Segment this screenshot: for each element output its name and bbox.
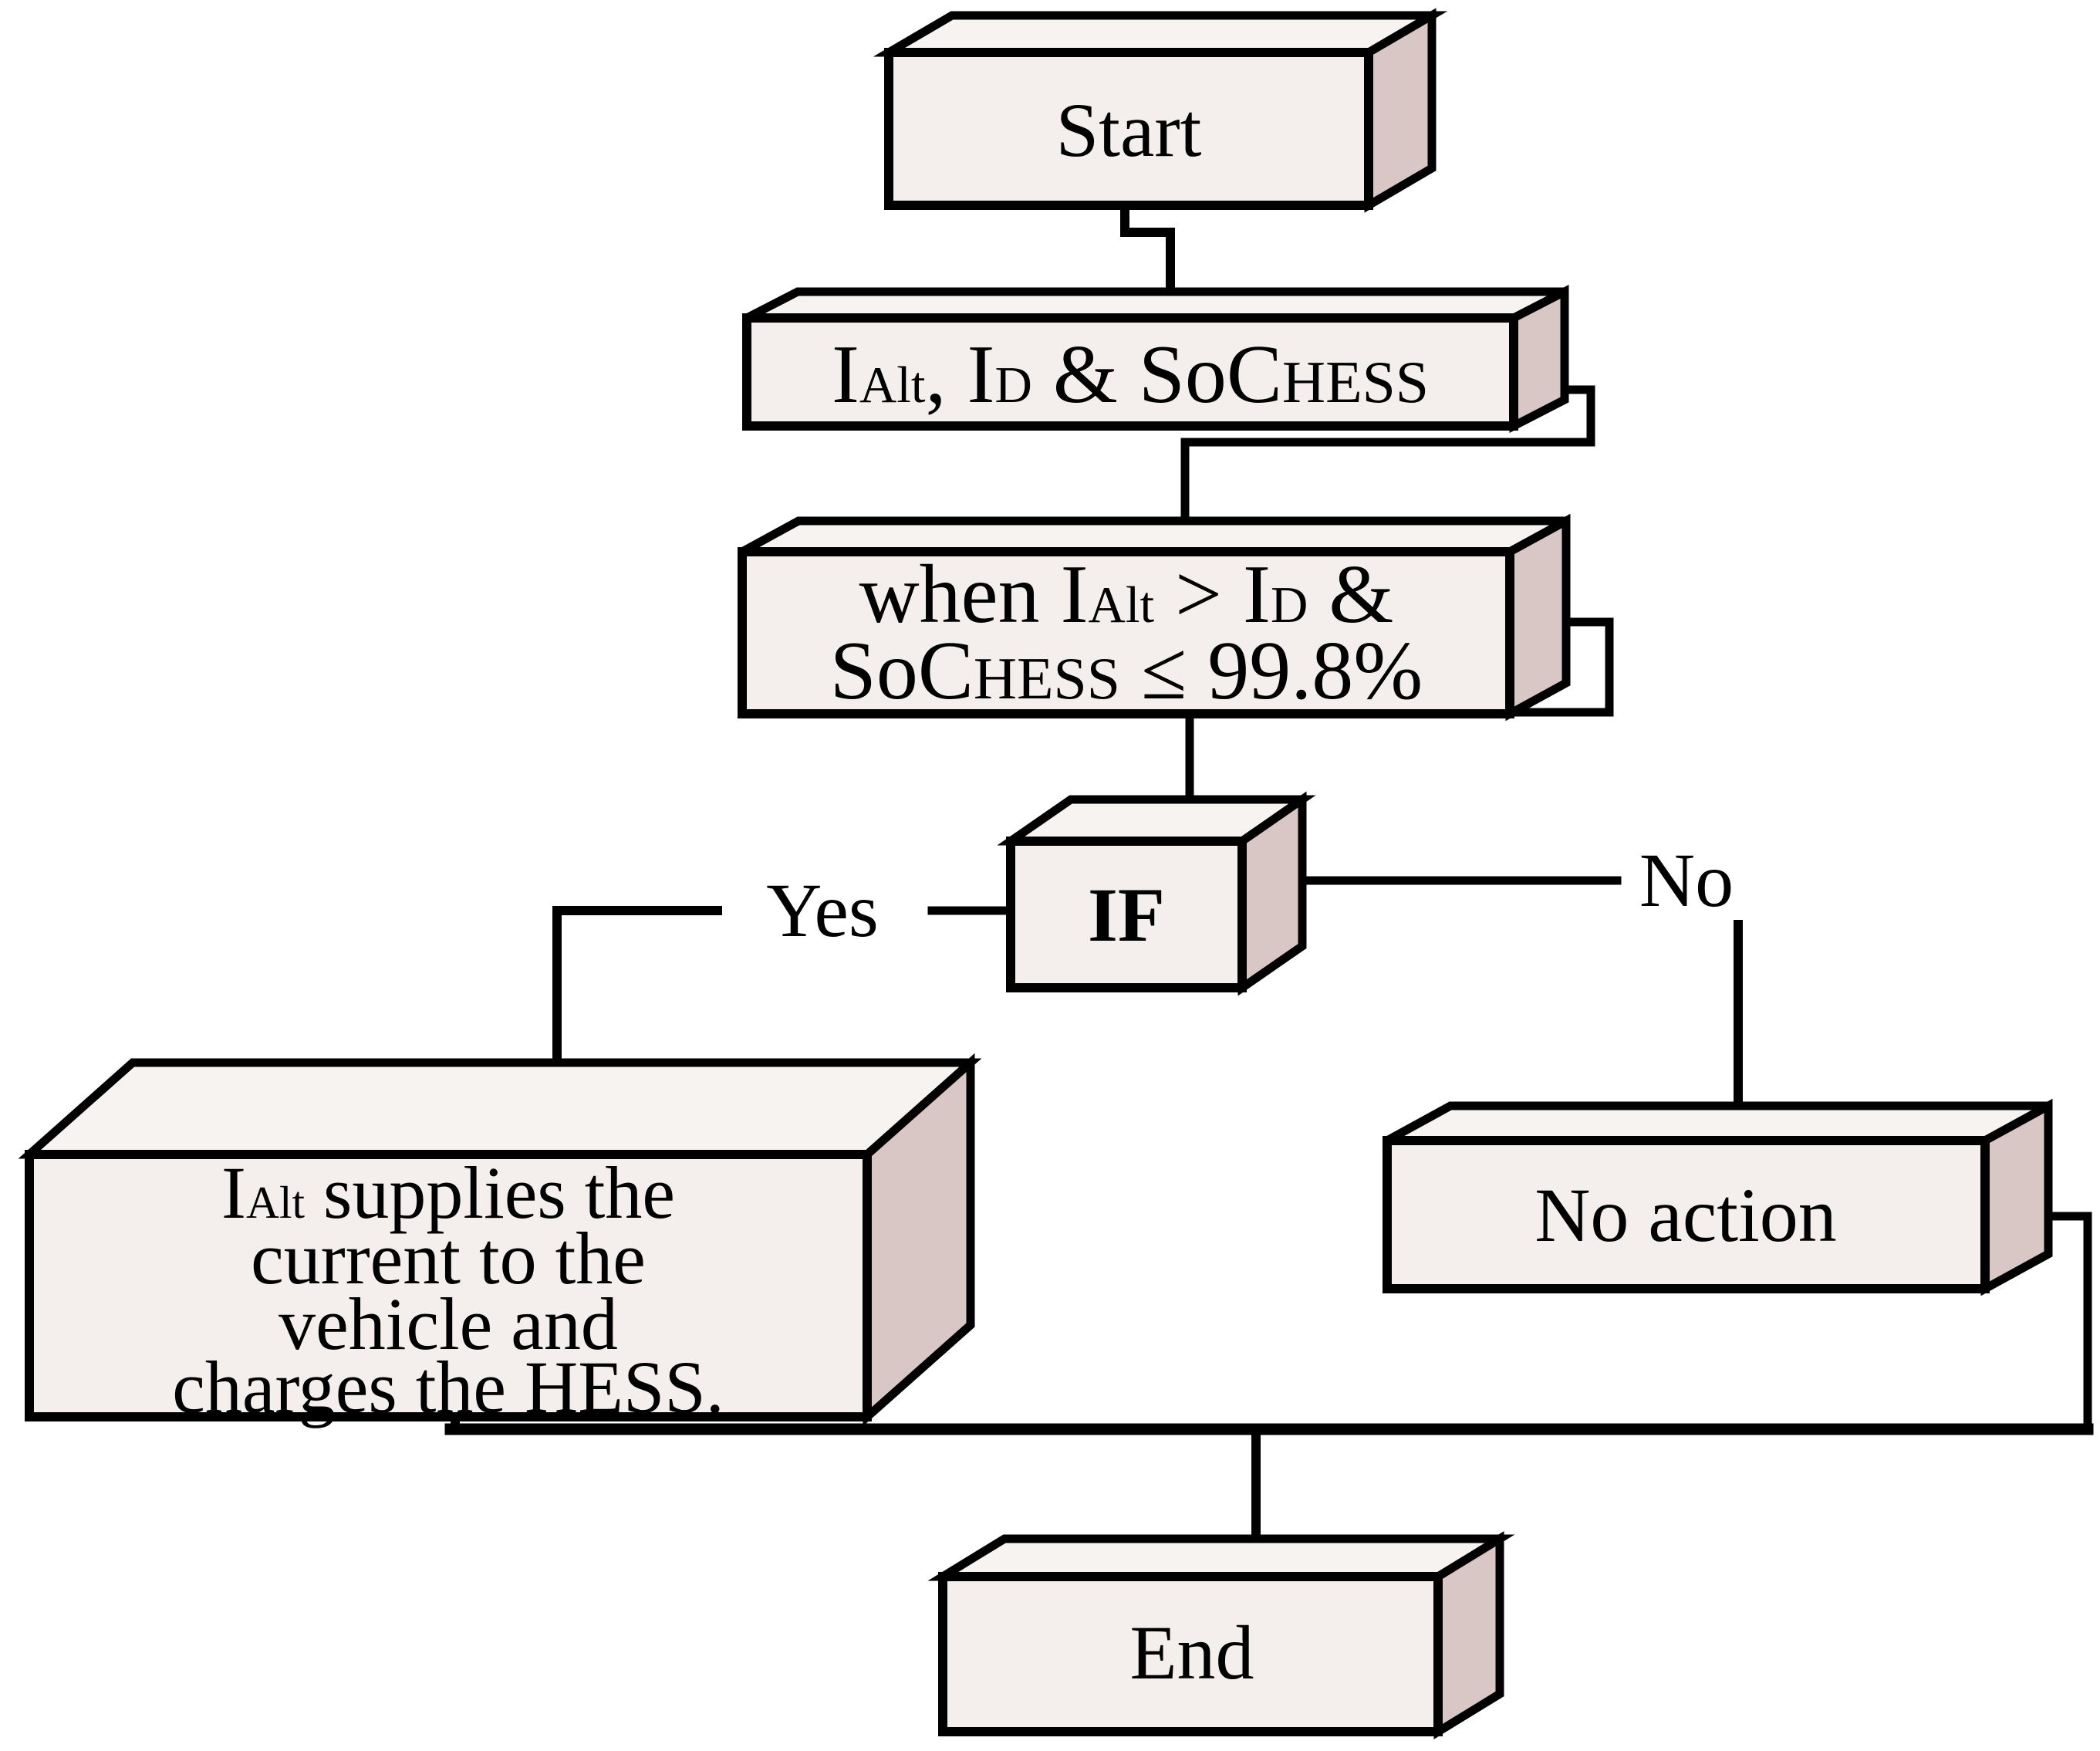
- no-action-box-top-face: [1385, 1101, 2051, 1145]
- no-action-box-front-face: [1383, 1136, 1990, 1293]
- node-condition: when IAlt > ID & SoCHESS ≤ 99.8%: [738, 513, 1571, 722]
- node-start: Start: [873, 8, 1448, 213]
- edge-yes-label-to-yes-action: [552, 906, 722, 1070]
- connectors: [444, 198, 2094, 1546]
- condition-line-2: SoCHESS ≤ 99.8%: [830, 625, 1423, 717]
- edge-condition-to-if: [1185, 617, 1614, 807]
- inputs-box-front-face: [742, 313, 1518, 431]
- start-label: Start: [1056, 87, 1202, 173]
- yes-action-line-4: charges the HESS.: [172, 1346, 724, 1428]
- yes-action-box-front-face: [25, 1150, 872, 1421]
- node-end: End: [927, 1531, 1515, 1739]
- condition-box-side-face: [1505, 513, 1571, 722]
- edge-inputs-to-condition: [1180, 385, 1595, 528]
- yes-branch-label: Yes: [766, 867, 879, 953]
- edge-no-action-return: [2040, 1212, 2092, 1429]
- condition-line-1: when IAlt > ID &: [859, 549, 1394, 641]
- yes-action-line-3: vehicle and: [279, 1283, 618, 1365]
- node-inputs: IAlt, ID & SoCHESS: [742, 284, 1569, 434]
- if-box-front-face: [1006, 837, 1247, 992]
- end-box-front-face: [938, 1572, 1443, 1736]
- node-no-action: No action: [1383, 1098, 2053, 1296]
- yes-action-line-2: current to the: [251, 1217, 646, 1300]
- end-box-top-face: [927, 1534, 1515, 1581]
- no-branch-label: No: [1639, 837, 1734, 923]
- no-action-box-side-face: [1980, 1098, 2053, 1296]
- inputs-box-side-face: [1509, 284, 1569, 434]
- if-label: IF: [1088, 872, 1165, 958]
- no-action-label: No action: [1534, 1172, 1837, 1258]
- node-if: IF: [997, 791, 1316, 996]
- edge-start-to-inputs: [1120, 198, 1175, 296]
- yes-action-box-top-face: [18, 1058, 982, 1159]
- end-label: End: [1129, 1610, 1254, 1695]
- end-box-side-face: [1433, 1531, 1504, 1739]
- yes-action-line-1: IAlt supplies the: [221, 1151, 675, 1234]
- node-yes-action: IAlt supplies the current to the vehicle…: [18, 1053, 982, 1428]
- condition-box-front-face: [738, 547, 1514, 718]
- start-box-top-face: [873, 11, 1448, 57]
- inputs-label: IAlt, ID & SoCHESS: [832, 329, 1429, 421]
- start-box-side-face: [1364, 8, 1437, 213]
- start-box-front-face: [884, 48, 1373, 210]
